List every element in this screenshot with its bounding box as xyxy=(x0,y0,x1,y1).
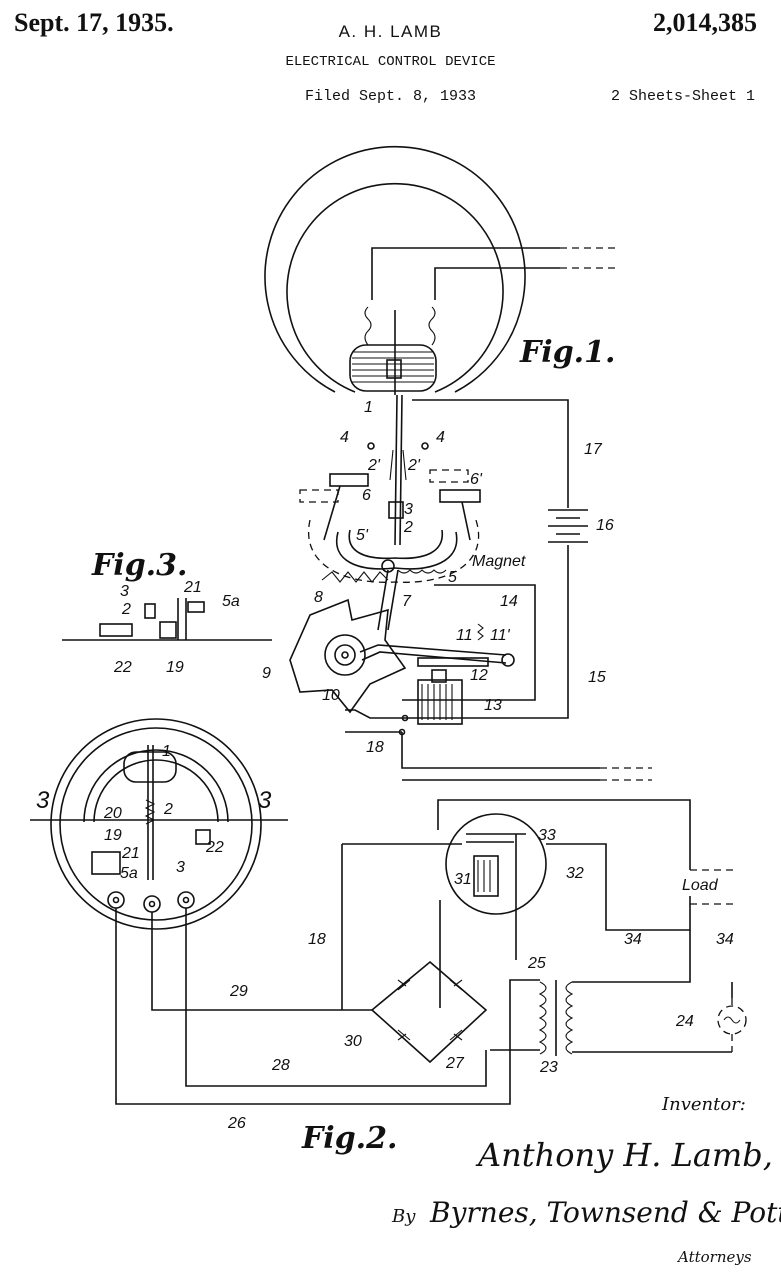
label-29: 29 xyxy=(229,983,248,1000)
fig2-meter xyxy=(30,718,288,930)
label-31: 31 xyxy=(454,871,472,888)
label-11: 11 xyxy=(456,627,473,644)
patent-date: Sept. 17, 1935. xyxy=(14,8,174,37)
star-wheel xyxy=(289,598,407,714)
fig2-label-2: 2 xyxy=(163,801,173,818)
inventor-signature: Anthony H. Lamb, xyxy=(475,1136,773,1174)
label-15: 15 xyxy=(588,669,606,686)
label-2p-b: 2' xyxy=(407,457,421,474)
fig3-label-22: 22 xyxy=(113,659,132,676)
label-5p: 5' xyxy=(356,527,369,544)
label-7: 7 xyxy=(402,593,412,610)
sheet-count: 2 Sheets-Sheet 1 xyxy=(610,88,755,105)
label-26: 26 xyxy=(227,1115,246,1132)
label-30: 30 xyxy=(344,1033,362,1050)
fig1-pointer xyxy=(388,394,407,546)
fig2-label-21: 21 xyxy=(121,845,140,862)
label-32: 32 xyxy=(566,865,584,882)
battery-16 xyxy=(548,509,588,543)
patent-number: 2,014,385 xyxy=(653,8,757,37)
label-24: 24 xyxy=(675,1013,694,1030)
fig3-detail xyxy=(62,598,272,641)
by-label: By xyxy=(391,1206,416,1227)
fig2-label-20: 20 xyxy=(103,805,122,822)
label-28: 28 xyxy=(271,1057,290,1074)
inventor-caption: Inventor: xyxy=(661,1094,746,1115)
label-9: 9 xyxy=(262,665,271,682)
label-12: 12 xyxy=(470,667,488,684)
attorneys-signature: Byrnes, Townsend & Potter, xyxy=(429,1196,781,1229)
label-14: 14 xyxy=(500,593,518,610)
attorneys-caption: Attorneys xyxy=(676,1248,752,1266)
load-lamp-24 xyxy=(717,1005,747,1035)
label-13: 13 xyxy=(484,697,502,714)
label-8: 8 xyxy=(314,589,323,606)
label-6: 6 xyxy=(362,487,371,504)
fig3-label-19: 19 xyxy=(166,659,184,676)
adjust-screw-left xyxy=(329,473,369,487)
adjust-screw-right xyxy=(439,489,481,503)
label-1: 1 xyxy=(364,399,373,416)
label-10: 10 xyxy=(322,687,340,704)
fig2-label-3: 3 xyxy=(176,859,185,876)
label-17: 17 xyxy=(584,441,603,458)
fig2-label-5a: 5a xyxy=(120,865,138,882)
label-4b: 4 xyxy=(436,429,445,446)
label-4a: 4 xyxy=(340,429,349,446)
fig2-label-22: 22 xyxy=(205,839,224,856)
label-34b: 34 xyxy=(716,931,734,948)
fig3-label-21: 21 xyxy=(183,579,202,596)
fig2-label-1: 1 xyxy=(162,743,171,760)
fig2-label-19: 19 xyxy=(104,827,122,844)
label-load: Load xyxy=(682,877,719,894)
label-magnet: Magnet xyxy=(472,553,526,570)
inventor-name: A. H. LAMB xyxy=(338,22,443,41)
fig2-label: Fig.2. xyxy=(301,1121,397,1156)
label-27: 27 xyxy=(445,1055,465,1072)
contact-left xyxy=(367,442,375,450)
label-25: 25 xyxy=(527,955,546,972)
ratchet-wheel xyxy=(324,634,366,676)
relay xyxy=(445,813,547,960)
bridge-rectifier xyxy=(370,960,488,1064)
filed-date: Filed Sept. 8, 1933 xyxy=(304,88,477,105)
label-34a: 34 xyxy=(624,931,642,948)
label-23: 23 xyxy=(539,1059,558,1076)
magnet xyxy=(335,531,458,570)
label-2: 2 xyxy=(403,519,413,536)
section-3-right: 3 xyxy=(258,787,272,814)
fig3-label-3: 3 xyxy=(120,583,129,600)
section-3-left: 3 xyxy=(36,787,50,814)
patent-title: ELECTRICAL CONTROL DEVICE xyxy=(285,54,496,70)
fig1-label: Fig.1. xyxy=(519,335,615,370)
label-5: 5 xyxy=(448,569,457,586)
label-11p: 11' xyxy=(490,627,511,644)
label-16: 16 xyxy=(596,517,614,534)
label-6p: 6' xyxy=(470,471,483,488)
label-2p-a: 2' xyxy=(367,457,381,474)
label-18: 18 xyxy=(366,739,384,756)
label-33: 33 xyxy=(538,827,556,844)
fig3-label-5a: 5a xyxy=(222,593,240,610)
meter-magnet-core xyxy=(349,344,437,392)
fig1-meter xyxy=(264,145,618,395)
coil-13 xyxy=(417,679,463,725)
label-3: 3 xyxy=(404,501,413,518)
contact-right xyxy=(421,442,429,450)
fig3-label: Fig.3. xyxy=(91,548,187,583)
fig3-label-2: 2 xyxy=(121,601,131,618)
label-18b: 18 xyxy=(308,931,326,948)
transformer xyxy=(538,930,732,1056)
